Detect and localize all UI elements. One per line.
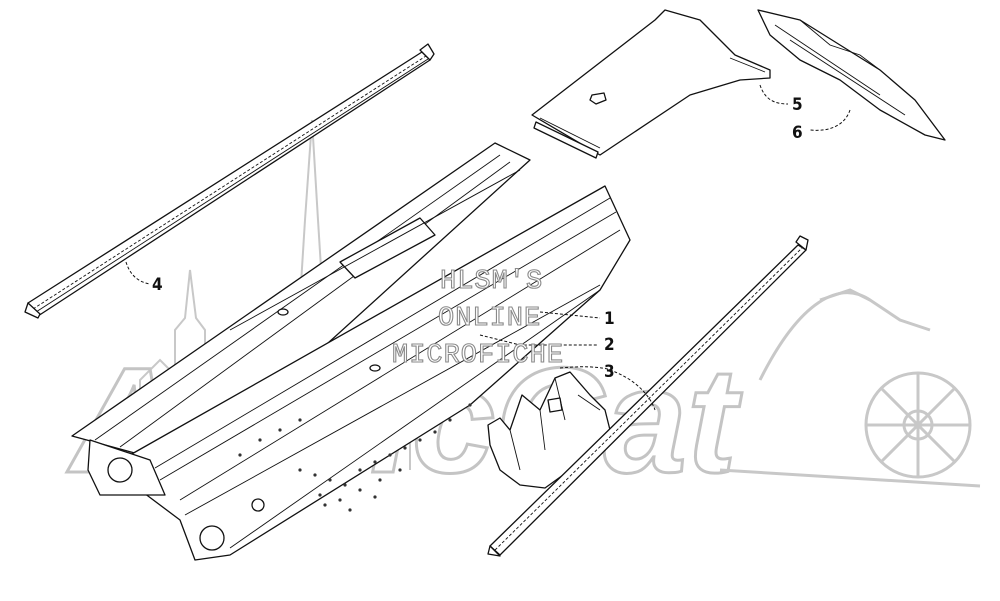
callout-6: 6 bbox=[792, 123, 803, 143]
callout-4: 4 bbox=[152, 275, 163, 295]
watermark-line-3: MICROFICHE bbox=[392, 341, 564, 371]
lower-right-rail bbox=[487, 235, 809, 557]
callout-2: 2 bbox=[604, 335, 615, 355]
callout-1: 1 bbox=[604, 309, 615, 329]
callouts: 1 2 3 4 5 6 bbox=[152, 95, 803, 382]
watermark-line-2: ONLINE bbox=[438, 304, 541, 334]
rivet-holes bbox=[238, 403, 472, 512]
leader-lines bbox=[125, 84, 851, 411]
part-1-tunnel bbox=[71, 142, 631, 561]
motorcycle-watermark bbox=[719, 288, 981, 488]
part-4-upper-rail bbox=[24, 43, 435, 319]
center-watermark: HLSM'S ONLINE MICROFICHE bbox=[391, 266, 564, 371]
callout-3: 3 bbox=[604, 362, 615, 382]
part-5-cover-panel bbox=[531, 9, 771, 159]
watermark-line-1: HLSM'S bbox=[440, 267, 543, 297]
callout-5: 5 bbox=[792, 95, 803, 115]
part-6-flap bbox=[757, 9, 946, 141]
